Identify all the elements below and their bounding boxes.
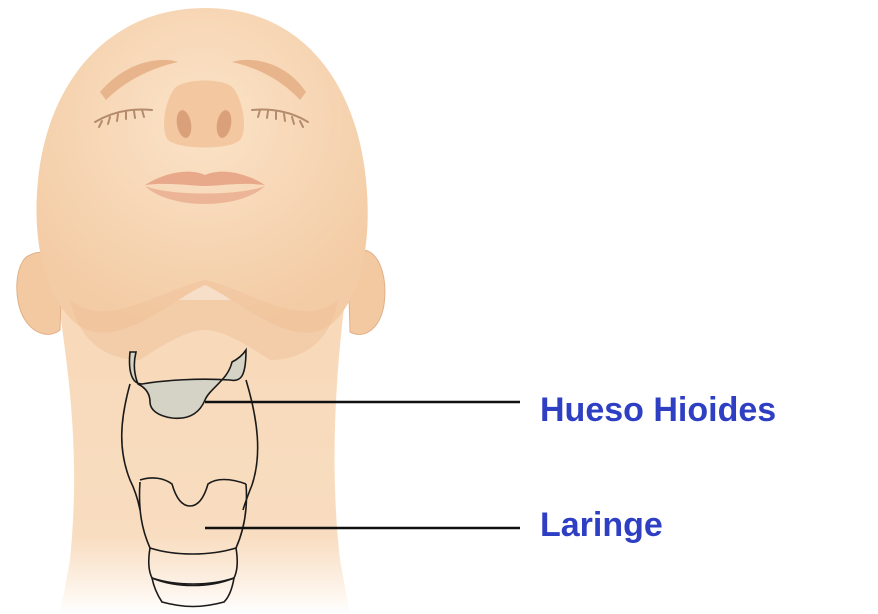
nose: [164, 81, 244, 148]
hyoid-label: Hueso Hioides: [540, 393, 776, 427]
larynx-label: Laringe: [540, 508, 663, 542]
